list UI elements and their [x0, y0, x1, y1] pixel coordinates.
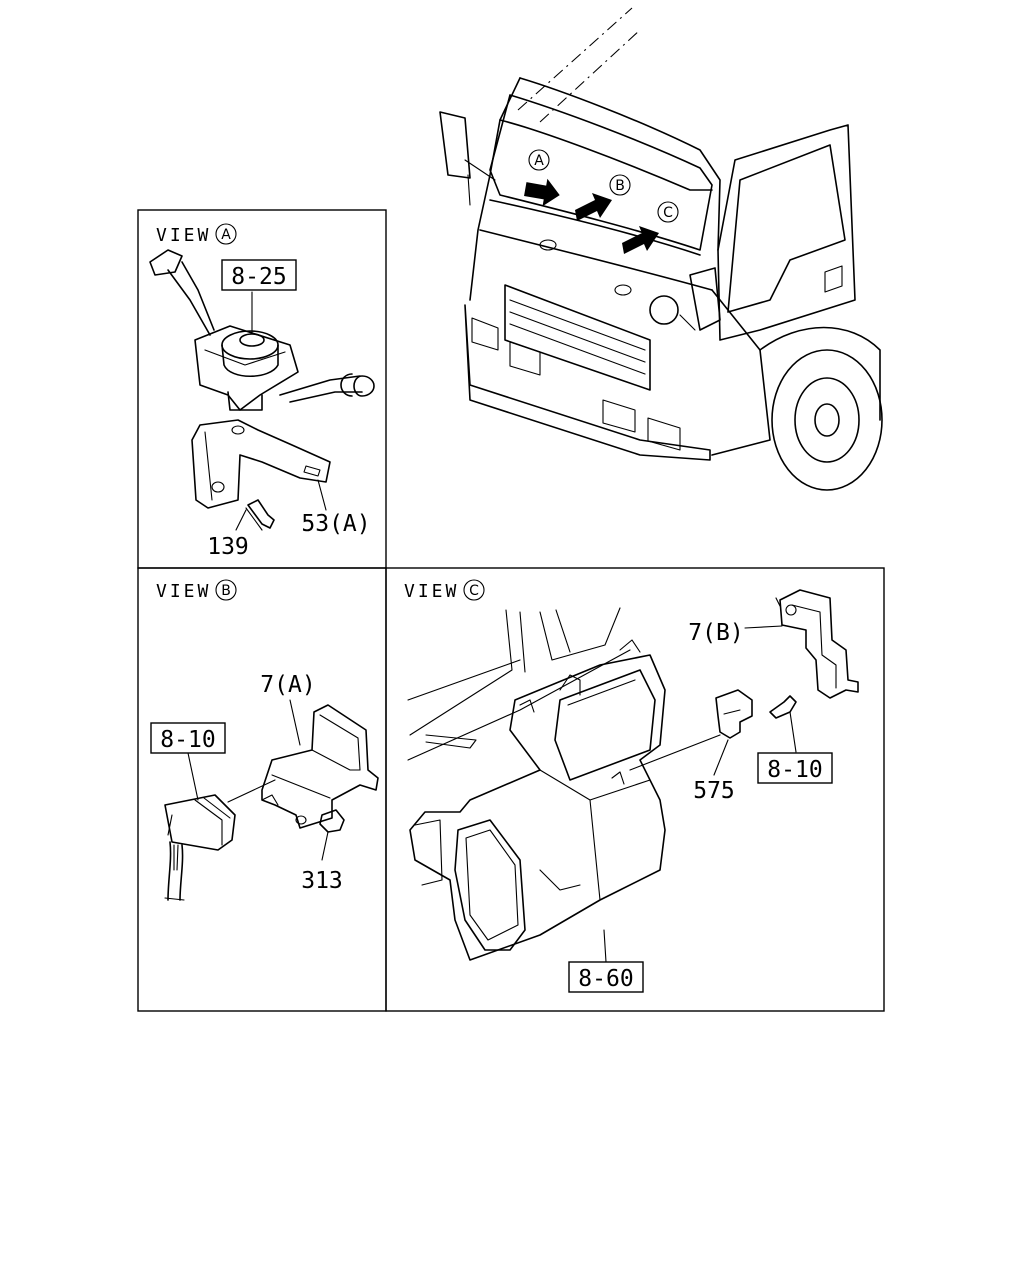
svg-text:C: C: [469, 583, 479, 599]
view-c: VIEW C: [404, 579, 859, 993]
view-a-title: VIEW: [156, 225, 211, 246]
ref-box-8-10-b: [150, 722, 226, 754]
svg-text:A: A: [534, 153, 544, 169]
svg-text:B: B: [221, 583, 231, 599]
view-c-panel: [385, 567, 885, 1012]
arrow-a-icon: [524, 178, 560, 207]
svg-text:A: A: [221, 227, 231, 243]
arrow-c-icon: [622, 226, 659, 254]
marker-a: [528, 149, 550, 171]
view-b: VIEW B 8-10 7(A) 313: [150, 579, 379, 901]
label-313: 313: [301, 868, 343, 894]
view-c-title: VIEW: [404, 581, 459, 602]
label-8-60: 8-60: [578, 966, 633, 992]
view-b-title: VIEW: [156, 581, 211, 602]
ref-box-8-25: [221, 259, 297, 291]
marker-c: [657, 201, 679, 223]
truck-cab-illustration: A B C: [439, 7, 883, 491]
label-8-25: 8-25: [231, 264, 286, 290]
marker-b: [609, 174, 631, 196]
label-8-10-c: 8-10: [767, 757, 822, 783]
label-8-10-b: 8-10: [160, 727, 215, 753]
ref-box-8-10-c: [757, 752, 833, 784]
label-53a: 53(A): [301, 511, 370, 537]
ref-box-8-60: [568, 961, 644, 993]
arrow-b-icon: [575, 193, 612, 221]
svg-text:B: B: [615, 178, 625, 194]
label-7b: 7(B): [688, 620, 743, 646]
label-575: 575: [693, 778, 735, 804]
label-7a: 7(A): [260, 672, 315, 698]
label-139: 139: [207, 534, 249, 560]
view-a: VIEW A 8-25 139 53(A): [149, 223, 375, 560]
svg-text:C: C: [663, 205, 673, 221]
